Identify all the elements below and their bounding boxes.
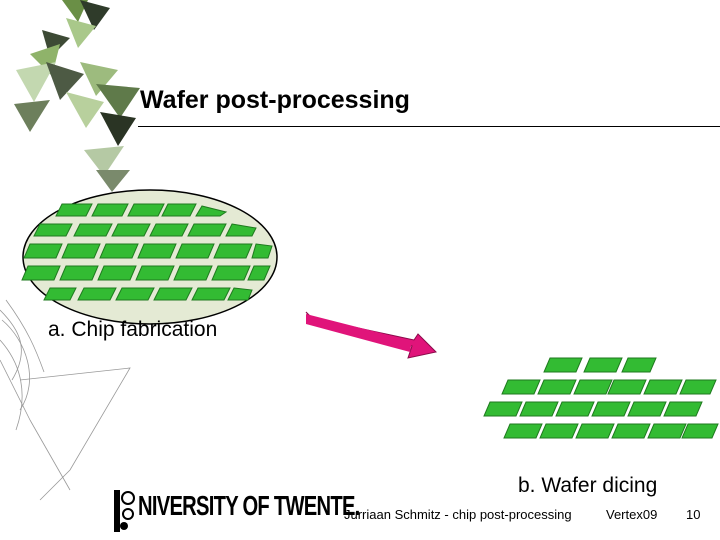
wafer-chip <box>225 223 257 237</box>
diced-chip <box>537 379 577 395</box>
diced-chip <box>647 423 687 439</box>
university-logo-icon <box>114 490 135 532</box>
wafer-chip <box>211 265 251 281</box>
wafer-chip <box>227 287 253 301</box>
title-divider <box>138 126 720 127</box>
diced-chip <box>591 401 631 417</box>
wafer-chip <box>43 287 77 301</box>
diced-chip <box>503 423 543 439</box>
wafer-chip <box>23 243 63 259</box>
university-logo-text: NIVERSITY OF TWENTE. <box>138 490 360 521</box>
wafer-chip <box>191 287 231 301</box>
diced-chip <box>575 423 615 439</box>
wafer-chip <box>187 223 227 237</box>
wafer-chip <box>247 265 271 281</box>
wafer-chip <box>55 203 93 217</box>
sketch-decoration <box>0 299 131 501</box>
diced-chip <box>483 401 523 417</box>
wafer-chip <box>149 223 189 237</box>
diced-chip <box>611 423 651 439</box>
wafer-chip <box>173 265 213 281</box>
wafer-chip <box>175 243 215 259</box>
wafer-chip <box>97 265 137 281</box>
wafer-chip <box>91 203 129 217</box>
wafer-chip <box>73 223 113 237</box>
diced-chip <box>681 423 719 439</box>
wafer-chip <box>111 223 151 237</box>
diced-chip <box>627 401 667 417</box>
wafer-chip <box>127 203 165 217</box>
slide-title: Wafer post-processing <box>140 86 410 114</box>
diced-chip <box>573 379 613 395</box>
diced-chip <box>543 357 583 373</box>
wafer-chip <box>251 243 273 259</box>
diced-chip <box>621 357 657 373</box>
diced-chip <box>555 401 595 417</box>
footer-page-number: 10 <box>686 507 701 522</box>
wafer-chips <box>21 203 273 301</box>
diced-chip <box>643 379 683 395</box>
process-arrow <box>305 311 438 359</box>
wafer-chip <box>137 243 177 259</box>
diced-chip <box>501 379 541 395</box>
diced-chip <box>539 423 579 439</box>
caption-wafer-dicing: b. Wafer dicing <box>518 474 658 497</box>
footer-author: Jurriaan Schmitz - chip post-processing <box>344 507 572 522</box>
wafer-chip <box>135 265 175 281</box>
diced-chip <box>607 379 647 395</box>
caption-chip-fabrication: a. Chip fabrication <box>48 318 218 341</box>
wafer-chip <box>153 287 193 301</box>
wafer-chip <box>77 287 117 301</box>
wafer-chip <box>115 287 155 301</box>
diced-chips <box>483 357 719 439</box>
wafer-chip <box>99 243 139 259</box>
wafer-chip <box>213 243 253 259</box>
wafer-chip <box>33 223 73 237</box>
wafer-chip <box>195 205 228 217</box>
diced-chip <box>583 357 623 373</box>
wafer-chip <box>21 265 61 281</box>
diced-chip <box>663 401 703 417</box>
footer-conference: Vertex09 <box>606 507 658 522</box>
wafer-chip <box>59 265 99 281</box>
diced-chip <box>519 401 559 417</box>
wafer-chip <box>161 203 197 217</box>
decorative-shards <box>14 0 140 192</box>
wafer-chip <box>61 243 101 259</box>
diced-chip <box>679 379 717 395</box>
